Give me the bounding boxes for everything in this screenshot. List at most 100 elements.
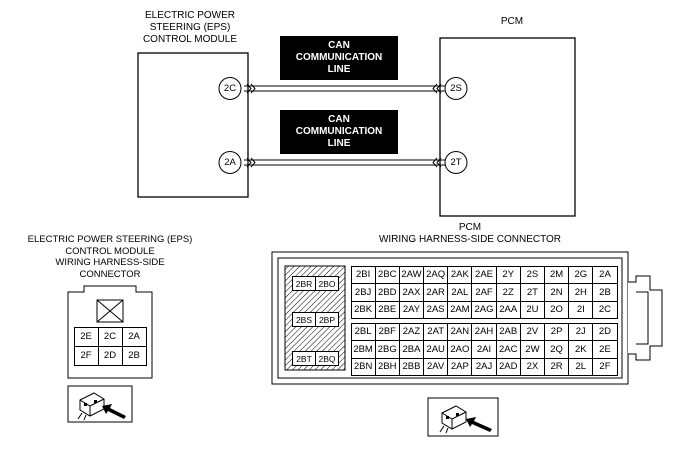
eps-pin-2c: 2C bbox=[223, 83, 237, 94]
side-terminal: 2BP bbox=[315, 312, 339, 327]
eps-terminal-grid: 2E 2C 2A 2F 2D 2B bbox=[73, 326, 147, 366]
terminal-cell: 2L bbox=[568, 357, 594, 376]
terminal-cell: 2AC bbox=[495, 340, 521, 359]
terminal-cell: 2AW bbox=[398, 265, 425, 284]
terminal-cell: 2A bbox=[121, 326, 147, 347]
terminal-cell: 2E bbox=[592, 340, 618, 359]
side-terminal: 2BT bbox=[292, 351, 316, 366]
terminal-cell: 2A bbox=[592, 265, 618, 284]
eps-connector-title: ELECTRIC POWER STEERING (EPS) CONTROL MO… bbox=[27, 234, 193, 280]
terminal-cell: 2Q bbox=[544, 340, 570, 359]
terminal-cell: 2W bbox=[519, 340, 545, 359]
terminal-cell: 2R bbox=[544, 357, 570, 376]
terminal-cell: 2F bbox=[592, 357, 618, 376]
terminal-cell: 2O bbox=[544, 300, 570, 319]
terminal-cell: 2AV bbox=[423, 357, 449, 376]
eps-module-box bbox=[137, 52, 249, 198]
terminal-cell: 2P bbox=[544, 322, 570, 341]
terminal-cell: 2BJ bbox=[350, 283, 376, 302]
terminal-cell: 2H bbox=[568, 283, 594, 302]
terminal-cell: 2B bbox=[121, 345, 147, 366]
side-terminal: 2BO bbox=[315, 276, 339, 291]
terminal-cell: 2AS bbox=[423, 300, 449, 319]
side-terminal: 2BQ bbox=[315, 351, 339, 366]
can-line-label-upper: CAN COMMUNICATION LINE bbox=[295, 40, 383, 75]
terminal-cell: 2AF bbox=[471, 283, 497, 302]
terminal-cell: 2AK bbox=[447, 265, 473, 284]
terminal-cell: 2BN bbox=[350, 357, 376, 376]
terminal-cell: 2Y bbox=[495, 265, 521, 284]
terminal-cell: 2Z bbox=[495, 283, 521, 302]
terminal-cell: 2AX bbox=[398, 283, 425, 302]
terminal-cell: 2AP bbox=[447, 357, 473, 376]
pcm-title: PCM bbox=[500, 16, 524, 27]
terminal-cell: 2AJ bbox=[471, 357, 497, 376]
terminal-cell: 2X bbox=[519, 357, 545, 376]
terminal-cell: 2AM bbox=[447, 300, 473, 319]
terminal-cell: 2AE bbox=[471, 265, 497, 284]
pcm-pin-circle bbox=[444, 151, 468, 174]
terminal-cell: 2AR bbox=[423, 283, 449, 302]
terminal-cell: 2V bbox=[519, 322, 545, 341]
can-label-box-lower bbox=[280, 110, 398, 154]
pcm-box bbox=[439, 37, 576, 217]
terminal-cell: 2C bbox=[592, 300, 618, 319]
terminal-cell: 2AL bbox=[447, 283, 473, 302]
terminal-cell: 2J bbox=[568, 322, 594, 341]
terminal-cell: 2AT bbox=[423, 322, 449, 341]
terminal-cell: 2G bbox=[568, 265, 594, 284]
terminal-cell: 2AD bbox=[495, 357, 521, 376]
terminal-cell: 2BI bbox=[350, 265, 376, 284]
can-line-label-lower: CAN COMMUNICATION LINE bbox=[295, 114, 383, 149]
terminal-cell: 2AI bbox=[471, 340, 497, 359]
eps-module-title: ELECTRIC POWER STEERING (EPS) CONTROL MO… bbox=[142, 10, 238, 45]
terminal-cell: 2I bbox=[568, 300, 594, 319]
terminal-cell: 2T bbox=[519, 283, 545, 302]
side-terminal: 2BS bbox=[292, 312, 316, 327]
terminal-cell: 2AU bbox=[423, 340, 449, 359]
terminal-cell: 2AA bbox=[495, 300, 521, 319]
can-wire-upper bbox=[244, 83, 450, 94]
terminal-cell: 2BG bbox=[374, 340, 400, 359]
terminal-cell: 2BA bbox=[398, 340, 425, 359]
terminal-cell: 2AO bbox=[447, 340, 473, 359]
eps-pin-circle bbox=[218, 77, 242, 100]
terminal-cell: 2BM bbox=[350, 340, 376, 359]
terminal-cell: 2U bbox=[519, 300, 545, 319]
terminal-cell: 2AN bbox=[447, 322, 473, 341]
terminal-cell: 2B bbox=[592, 283, 618, 302]
terminal-cell: 2M bbox=[544, 265, 570, 284]
terminal-cell: 2BF bbox=[374, 322, 400, 341]
terminal-cell: 2D bbox=[97, 345, 123, 366]
terminal-cell: 2K bbox=[568, 340, 594, 359]
terminal-cell: 2E bbox=[73, 326, 99, 347]
terminal-cell: 2BK bbox=[350, 300, 376, 319]
connector-view-icon bbox=[427, 397, 499, 437]
terminal-cell: 2N bbox=[544, 283, 570, 302]
terminal-cell: 2AQ bbox=[423, 265, 449, 284]
pcm-pin-2t: 2T bbox=[450, 157, 462, 168]
terminal-cell: 2F bbox=[73, 345, 99, 366]
terminal-cell: 2C bbox=[97, 326, 123, 347]
terminal-cell: 2AH bbox=[471, 322, 497, 341]
can-wire-lower bbox=[244, 157, 450, 168]
terminal-cell: 2AB bbox=[495, 322, 521, 341]
side-terminal: 2BR bbox=[292, 276, 316, 291]
connector-view-icon bbox=[67, 385, 133, 423]
terminal-cell: 2AY bbox=[398, 300, 425, 319]
terminal-cell: 2BH bbox=[374, 357, 400, 376]
terminal-cell: 2BC bbox=[374, 265, 400, 284]
terminal-cell: 2AG bbox=[471, 300, 497, 319]
terminal-cell: 2BL bbox=[350, 322, 376, 341]
terminal-cell: 2BD bbox=[374, 283, 400, 302]
terminal-cell: 2AZ bbox=[398, 322, 425, 341]
can-label-box-upper bbox=[280, 36, 398, 80]
eps-pin-2a: 2A bbox=[224, 157, 236, 168]
pcm-pin-2s: 2S bbox=[450, 83, 462, 94]
terminal-cell: 2S bbox=[519, 265, 545, 284]
terminal-cell: 2BB bbox=[398, 357, 425, 376]
terminal-cell: 2D bbox=[592, 322, 618, 341]
terminal-cell: 2BE bbox=[374, 300, 400, 319]
